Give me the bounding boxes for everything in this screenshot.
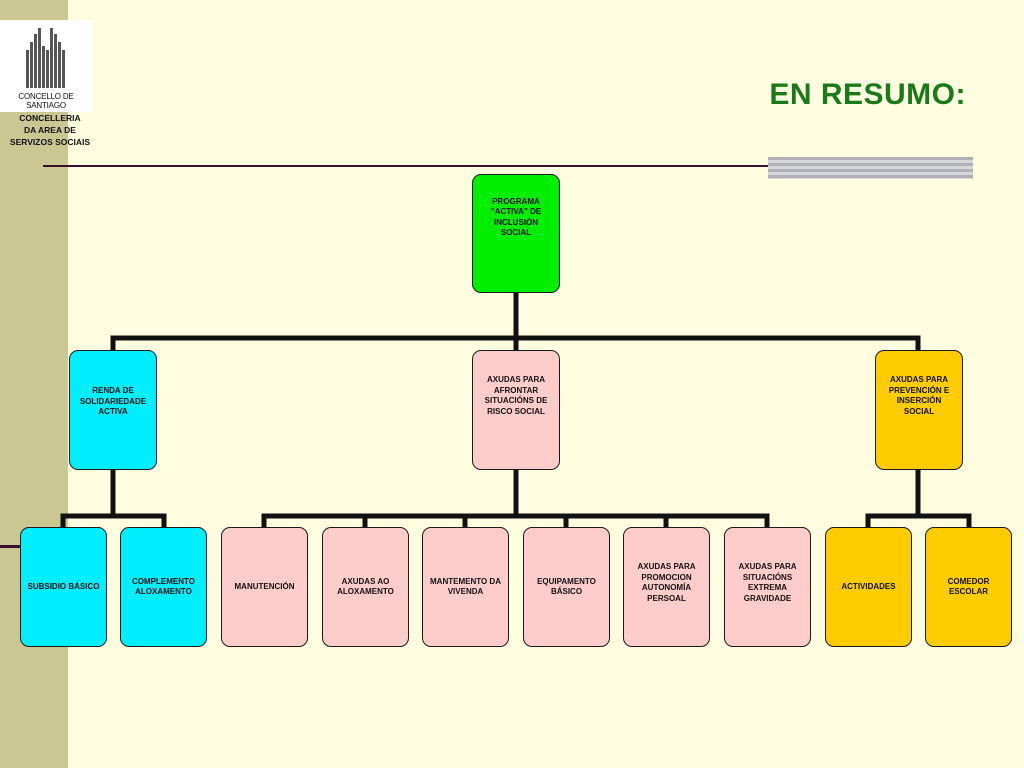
- node-leaf-vivenda: MANTEMENTO DA VIVENDA: [422, 527, 509, 647]
- department-line: SERVIZOS SOCIAIS: [9, 137, 91, 147]
- node-leaf-manutencion: MANUTENCIÓN: [221, 527, 308, 647]
- node-branch-prevencion: AXUDAS PARA PREVENCIÓN E INSERCIÓN SOCIA…: [875, 350, 963, 470]
- node-leaf-equipamento: EQUIPAMENTO BÁSICO: [523, 527, 610, 647]
- department-line: CONCELLERIA: [19, 113, 81, 123]
- node-leaf-aloxamento: AXUDAS AO ALOXAMENTO: [322, 527, 409, 647]
- node-leaf-comedor: COMEDOR ESCOLAR: [925, 527, 1012, 647]
- department-line: DA AREA DE: [24, 125, 76, 135]
- slide-title: EN RESUMO:: [769, 78, 966, 111]
- node-leaf-gravidade: AXUDAS PARA SITUACIÓNS EXTREMA GRAVIDADE: [724, 527, 811, 647]
- node-leaf-complemento: COMPLEMENTO ALOXAMENTO: [120, 527, 207, 647]
- node-leaf-autonomia: AXUDAS PARA PROMOCION AUTONOMÍA PERSOAL: [623, 527, 710, 647]
- node-branch-renda: RENDA DE SOLIDARIEDADE ACTIVA: [69, 350, 157, 470]
- node-leaf-subsidio: SUBSIDIO BÁSICO: [20, 527, 107, 647]
- department-label: CONCELLERIA DA AREA DE SERVIZOS SOCIAIS: [0, 112, 100, 148]
- concello-logo: CONCELLO DE SANTIAGO: [0, 20, 92, 112]
- logo-text: CONCELLO DE SANTIAGO: [0, 92, 92, 110]
- cathedral-icon: [26, 28, 65, 88]
- node-root: PROGRAMA “ACTIVA” DE INCLUSIÓN SOCIAL: [472, 174, 560, 293]
- node-branch-risco: AXUDAS PARA AFRONTAR SITUACIÓNS DE RISCO…: [472, 350, 560, 470]
- accent-bar: [768, 157, 973, 179]
- logo-text-line: SANTIAGO: [26, 101, 66, 110]
- node-leaf-actividades: ACTIVIDADES: [825, 527, 912, 647]
- header-rule: [43, 165, 972, 167]
- logo-text-line: CONCELLO DE: [18, 92, 74, 101]
- left-tick: [0, 545, 20, 548]
